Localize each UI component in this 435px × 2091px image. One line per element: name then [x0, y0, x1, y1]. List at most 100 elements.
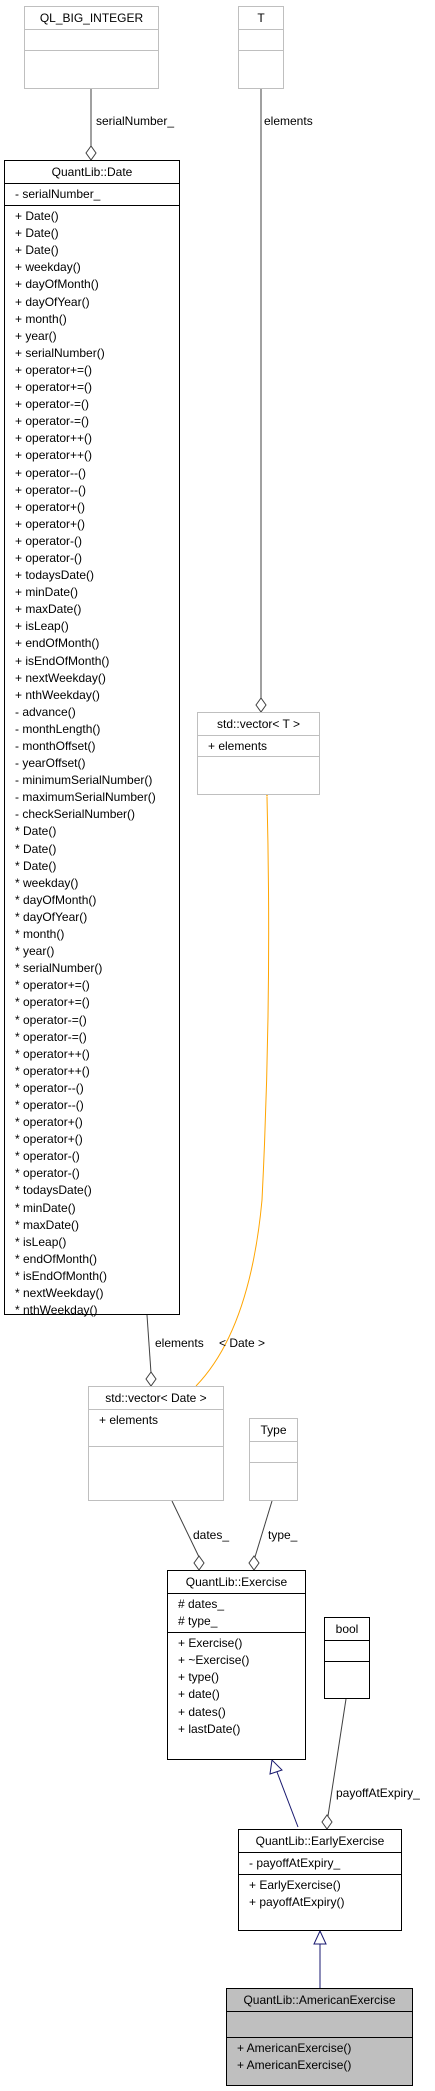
method-item: + operator+()	[15, 516, 86, 531]
attribute-item: # type_	[178, 1614, 218, 1629]
method-item: + dayOfYear()	[15, 294, 90, 309]
method-item: + operator-=()	[15, 414, 90, 429]
method-item: * operator++()	[15, 1046, 90, 1061]
attributes-section	[25, 29, 158, 50]
method-item: + isLeap()	[15, 619, 69, 634]
method-item: + nthWeekday()	[15, 687, 100, 702]
method-item: * operator+=()	[15, 995, 90, 1010]
attribute-item: + elements	[99, 1413, 159, 1427]
method-item: * operator+()	[15, 1132, 83, 1147]
exercise-class-box: QuantLib::Exercise # dates_# type_ + Exe…	[167, 1570, 306, 1760]
method-item: + ~Exercise()	[178, 1653, 250, 1668]
method-item: * nthWeekday()	[15, 1303, 98, 1318]
method-item: + operator--()	[15, 465, 87, 480]
attributes-section: + elements	[89, 1409, 223, 1446]
serial-number-label: serialNumber_	[96, 114, 175, 128]
method-item: + dayOfMonth()	[15, 277, 99, 292]
attribute-item: - serialNumber_	[15, 187, 101, 201]
method-item: + operator-=()	[15, 397, 90, 412]
method-item: + dates()	[178, 1704, 226, 1719]
method-item: * operator-()	[15, 1166, 80, 1181]
payoff-diamond	[321, 1814, 333, 1830]
methods-section	[25, 50, 158, 88]
method-item: + operator+()	[15, 499, 86, 514]
method-item: * minDate()	[15, 1200, 76, 1215]
methods-section: + Date()+ Date()+ Date()+ weekday()+ day…	[5, 205, 179, 1321]
method-item: * Date()	[15, 858, 57, 873]
method-item: + isEndOfMonth()	[15, 653, 110, 668]
methods-section: + EarlyExercise()+ payoffAtExpiry()	[239, 1874, 401, 1913]
attributes-section	[227, 2011, 412, 2037]
method-item: + operator+=()	[15, 380, 93, 395]
payoff-edge	[327, 1698, 347, 1817]
method-item: - maximumSerialNumber()	[15, 790, 156, 805]
method-item: * operator-=()	[15, 1012, 87, 1027]
method-item: - yearOffset()	[15, 756, 86, 771]
method-item: + Exercise()	[178, 1636, 243, 1651]
type-label: type_	[268, 1528, 298, 1542]
bool-box: bool	[324, 1617, 370, 1699]
method-item: + operator-()	[15, 533, 83, 548]
class-title: bool	[335, 1622, 359, 1636]
method-item: + todaysDate()	[15, 568, 95, 583]
method-item: + operator++()	[15, 431, 93, 446]
method-item: - checkSerialNumber()	[15, 807, 136, 822]
method-item: * operator--()	[15, 1080, 84, 1095]
method-item: - minimumSerialNumber()	[15, 773, 153, 788]
method-item: * dayOfYear()	[15, 909, 88, 924]
method-item: + Date()	[15, 226, 59, 241]
methods-section: + AmericanExercise()+ AmericanExercise()	[227, 2037, 412, 2076]
method-item: + EarlyExercise()	[249, 1878, 341, 1893]
method-item: * operator++()	[15, 1063, 90, 1078]
attribute-item: - payoffAtExpiry_	[249, 1856, 341, 1870]
method-item: + operator--()	[15, 482, 87, 497]
method-item: + operator++()	[15, 448, 93, 463]
early-exercise-class-box: QuantLib::EarlyExercise - payoffAtExpiry…	[238, 1829, 402, 1931]
method-item: + lastDate()	[178, 1721, 241, 1736]
method-item: * operator+=()	[15, 978, 90, 993]
class-title: QuantLib::EarlyExercise	[255, 1834, 385, 1848]
method-item: - monthOffset()	[15, 739, 96, 753]
elements-date-diamond	[145, 1371, 157, 1387]
method-item: * weekday()	[15, 875, 79, 890]
attributes-section: + elements	[198, 735, 319, 756]
inherit-exercise-edge	[276, 1771, 299, 1828]
method-item: * serialNumber()	[15, 961, 103, 976]
method-item: + AmericanExercise()	[237, 2041, 352, 2055]
method-item: + nextWeekday()	[15, 670, 106, 685]
method-item: * isEndOfMonth()	[15, 1268, 108, 1283]
attributes-section: - serialNumber_	[5, 183, 179, 205]
payoff-label: payoffAtExpiry_	[336, 1786, 420, 1800]
method-item: * dayOfMonth()	[15, 892, 97, 907]
elements-date-label: elements	[155, 1336, 204, 1350]
date-class-box: QuantLib::Date - serialNumber_ + Date()+…	[4, 160, 180, 1317]
method-item: + year()	[15, 328, 57, 343]
vector-date-box: std::vector< Date > + elements	[88, 1386, 224, 1501]
method-item: * todaysDate()	[15, 1183, 92, 1198]
attributes-section	[250, 1441, 297, 1462]
vector-t-box: std::vector< T > + elements	[197, 712, 320, 795]
ql-big-integer-box: QL_BIG_INTEGER	[24, 6, 159, 89]
method-item: + weekday()	[15, 260, 81, 275]
methods-section	[325, 1661, 369, 1698]
method-item: + endOfMonth()	[15, 636, 100, 651]
class-title: std::vector< T >	[217, 717, 300, 731]
method-item: * operator+()	[15, 1115, 83, 1130]
method-item: * Date()	[15, 824, 57, 839]
class-title: Type	[260, 1423, 287, 1437]
method-item: * Date()	[15, 841, 57, 856]
method-item: + date()	[178, 1687, 220, 1702]
american-exercise-class-box: QuantLib::AmericanExercise + AmericanExe…	[226, 1988, 413, 2086]
method-item: * month()	[15, 927, 65, 942]
attributes-section: - payoffAtExpiry_	[239, 1852, 401, 1874]
attribute-item: # dates_	[178, 1597, 225, 1611]
method-item: * endOfMonth()	[15, 1251, 98, 1266]
serial-number-diamond	[85, 145, 97, 161]
method-item: * nextWeekday()	[15, 1286, 104, 1300]
dates-edge	[171, 1500, 200, 1558]
attributes-section: # dates_ # type_	[168, 1593, 305, 1632]
inherit-exercise-arrow	[269, 1758, 283, 1775]
method-item: - monthLength()	[15, 721, 101, 736]
method-item: + serialNumber()	[15, 345, 105, 360]
